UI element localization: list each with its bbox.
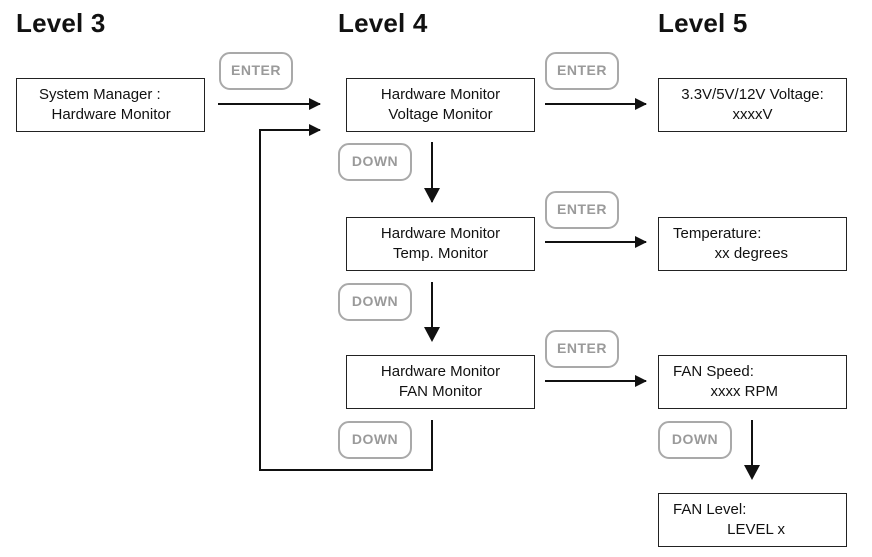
level5-fan-speed-line1: FAN Speed: — [673, 363, 754, 380]
down-key-fan-speed: DOWN — [658, 421, 732, 459]
level-4-heading: Level 4 — [338, 8, 428, 38]
level4-temp-line1: Hardware Monitor — [380, 225, 501, 242]
level5-temp-line2: xx degrees — [673, 245, 789, 262]
down-key-temp: DOWN — [338, 283, 412, 321]
level4-voltage-line2: Voltage Monitor — [388, 106, 493, 123]
level5-fan-speed-line2: xxxx RPM — [673, 383, 779, 400]
level4-temp-monitor-box: Hardware Monitor Temp. Monitor — [346, 217, 535, 271]
level5-temp-line1: Temperature: — [673, 225, 762, 242]
enter-key-level3: ENTER — [219, 52, 293, 90]
level5-fan-level-box: FAN Level: LEVEL x — [658, 493, 847, 547]
level4-voltage-line1: Hardware Monitor — [380, 86, 501, 103]
level4-fan-line1: Hardware Monitor — [380, 363, 501, 380]
level5-fan-speed-box: FAN Speed: xxxx RPM — [658, 355, 847, 409]
level5-voltage-line2: xxxxV — [732, 106, 773, 123]
down-key-voltage: DOWN — [338, 143, 412, 181]
level4-fan-monitor-box: Hardware Monitor FAN Monitor — [346, 355, 535, 409]
level4-fan-line2: FAN Monitor — [398, 383, 483, 400]
level5-fan-level-line1: FAN Level: — [673, 501, 747, 518]
level5-voltage-line1: 3.3V/5V/12V Voltage: — [681, 86, 824, 103]
level3-line1: System Manager : — [39, 86, 161, 103]
enter-key-temp: ENTER — [545, 191, 619, 229]
down-key-fan: DOWN — [338, 421, 412, 459]
level4-temp-line2: Temp. Monitor — [392, 245, 489, 262]
loop-back-line — [259, 124, 433, 471]
enter-key-fan: ENTER — [545, 330, 619, 368]
level3-system-manager-box: System Manager : Hardware Monitor — [16, 78, 205, 132]
level-3-heading: Level 3 — [16, 8, 106, 38]
enter-key-voltage: ENTER — [545, 52, 619, 90]
level4-voltage-monitor-box: Hardware Monitor Voltage Monitor — [346, 78, 535, 132]
level5-temperature-box: Temperature: xx degrees — [658, 217, 847, 271]
level5-fan-level-line2: LEVEL x — [673, 521, 785, 538]
level3-line2: Hardware Monitor — [39, 106, 171, 123]
level5-voltage-box: 3.3V/5V/12V Voltage: xxxxV — [658, 78, 847, 132]
level-5-heading: Level 5 — [658, 8, 748, 38]
